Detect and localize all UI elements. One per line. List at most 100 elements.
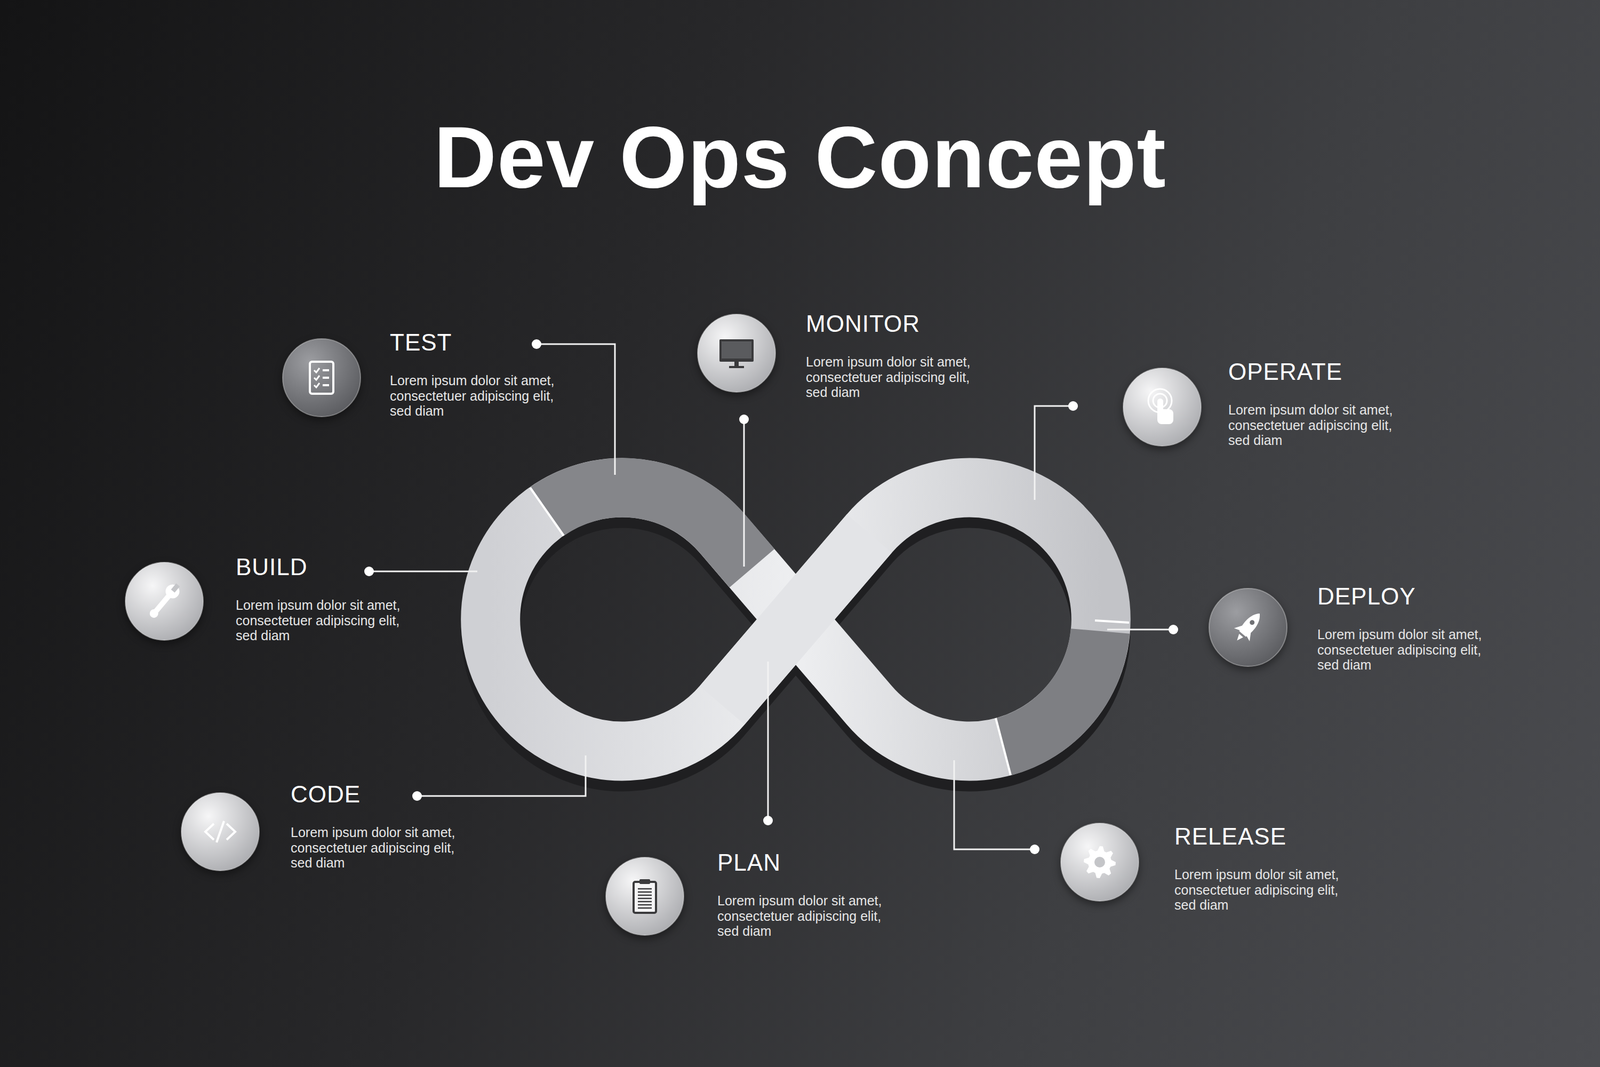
icon-check [314,375,320,380]
band-base [490,487,1102,751]
leader-line [417,755,586,796]
stage-icon [205,820,236,843]
callout-text: TEST Lorem ipsum dolor sit amet, consecte… [389,328,558,419]
icon-code-left [205,823,214,840]
callout-text: PLAN Lorem ipsum dolor sit amet, consecte… [717,848,886,939]
icon-disc [1209,588,1287,667]
stage-description: Lorem ipsum dolor sit amet, consectetuer… [1317,626,1486,673]
leader-lines [369,344,1174,850]
icon-circle [281,337,362,418]
stage-heading: RELEASE [1174,822,1287,851]
band-dark-segment [1003,630,1101,747]
stage-heading: MONITOR [805,309,920,339]
icon-rocket-window [1248,618,1256,626]
band-dark-segment [546,487,752,568]
stage-icon [146,580,184,621]
stage-description: Lorem ipsum dolor sit amet, consectetuer… [1228,402,1397,448]
callout-text: RELEASE Lorem ipsum dolor sit amet, conse… [1174,822,1343,913]
icon-base [729,365,744,368]
infinity-band [490,487,1130,775]
icon-wrench [146,580,184,621]
stage-description: Lorem ipsum dolor sit amet, consectetuer… [389,372,558,419]
leader-line [767,661,770,821]
icon-disc [125,562,204,640]
leader-dot [1029,844,1040,854]
leader-dot [763,815,773,826]
stage-callout: CODE Lorem ipsum dolor sit amet, consecte… [180,780,461,874]
icon-row [322,376,330,379]
icon-circle [1059,821,1140,902]
band-separator [530,487,564,536]
stage-heading: OPERATE [1228,357,1343,387]
stage-callout: MONITOR Lorem ipsum dolor sit amet, conse… [696,309,976,403]
stage-description: Lorem ipsum dolor sit amet, consectetuer… [717,892,886,939]
icon-check [314,368,320,373]
icon-row [637,894,652,896]
icon-gear-hole [1094,856,1106,868]
stage-callout: BUILDLorem ipsum dolor sit amet, consect… [124,553,406,646]
leader-dots [364,339,1179,854]
icon-screen [719,339,754,362]
leader-line [536,344,615,475]
icon-stand [734,361,739,366]
leader-line [1034,405,1074,500]
icon-screen-inner [721,341,752,359]
icon-palm [1157,409,1174,424]
stage-callout: DEPLOYLorem ipsum dolor sit amet, consec… [1208,582,1488,676]
icon-code-right [226,823,236,840]
icon-circle [604,856,685,936]
leader-line [954,760,1035,850]
stage-icon [633,878,656,913]
icon-row [637,888,652,890]
stage-icon [309,361,334,394]
icon-row [637,897,652,900]
icon-clipboard [309,361,334,394]
callout-text: MONITOR Lorem ipsum dolor sit amet, conse… [805,309,974,400]
icon-clipboard [633,881,656,913]
leader-dot [364,566,374,576]
callout-text: CODE Lorem ipsum dolor sit amet, consecte… [290,780,459,871]
icon-disc [181,792,260,871]
icon-rocket-fin [1234,621,1245,632]
leader-dot [739,414,749,424]
stage-icon [719,339,754,368]
leader-line [743,419,746,567]
icon-circle [180,791,261,872]
icon-wrench-head [162,581,183,602]
icon-gear [1083,845,1116,878]
leader-line [1107,628,1174,631]
icon-disc [697,314,776,392]
stage-description: Lorem ipsum dolor sit amet, consectetuer… [1174,866,1343,913]
icon-row [637,907,652,909]
icon-rocket [1229,606,1268,647]
callout-text: DEPLOYLorem ipsum dolor sit amet, consec… [1317,582,1486,673]
icon-disc [605,857,684,935]
stage-icon [1148,388,1174,424]
callout-text: OPERATE Lorem ipsum dolor sit amet, conse… [1228,357,1397,448]
callout-text: BUILDLorem ipsum dolor sit amet, consect… [235,553,404,644]
icon-wrench-end [147,607,160,620]
stage-heading: BUILD [235,553,308,582]
icon-wrench-notch [171,582,181,592]
icon-clip [639,878,651,884]
icon-disc [1060,822,1139,901]
icon-row [637,900,652,903]
icon-rocket-fin [1245,630,1256,642]
stage-heading: TEST [389,328,452,357]
stage-description: Lorem ipsum dolor sit amet, consectetuer… [290,824,459,871]
icon-row [322,369,330,372]
stage-description: Lorem ipsum dolor sit amet, consectetuer… [805,354,974,400]
icon-row [637,904,652,906]
icon-row [637,891,652,893]
stage-heading: CODE [290,780,361,809]
icon-circle [124,561,205,642]
icon-disc [1123,368,1202,446]
stage-icon [1229,606,1268,647]
stage-heading: PLAN [717,848,781,877]
leader-line [369,570,478,573]
icon-code-slash [216,820,224,843]
leader-dot [412,790,422,801]
band-separator [995,717,1011,775]
icon-circle [1122,366,1203,447]
